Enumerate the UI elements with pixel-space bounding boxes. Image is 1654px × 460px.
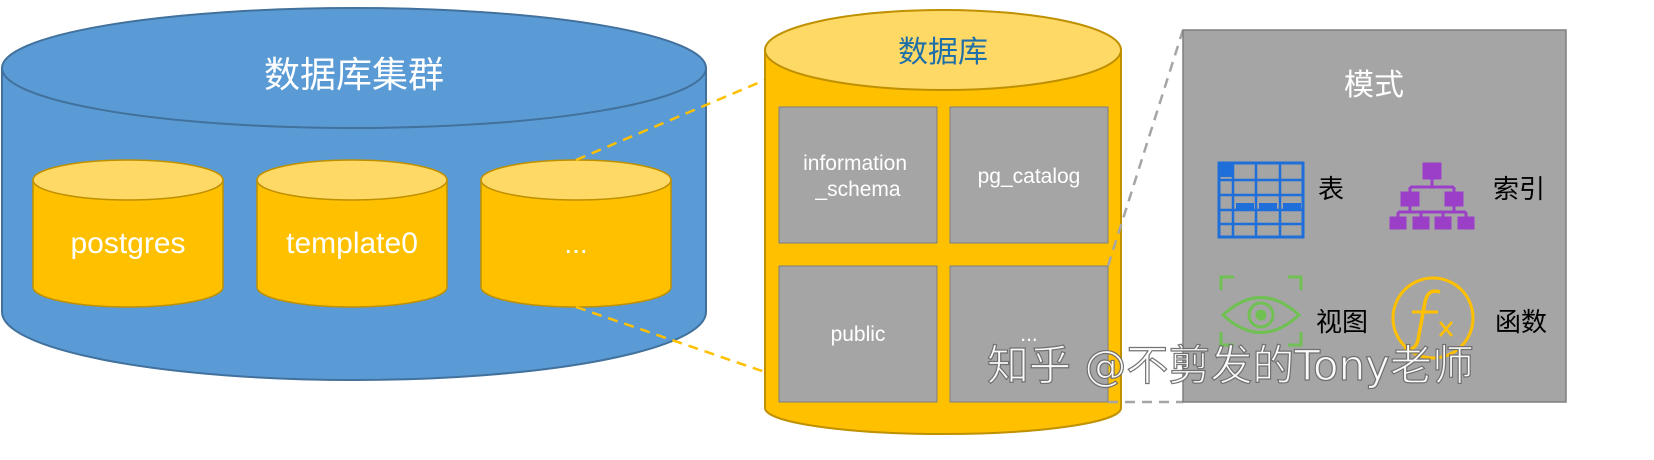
schema-label: ... <box>1020 323 1038 346</box>
schema-box-pg-catalog: pg_catalog <box>949 106 1109 244</box>
hierarchy-icon <box>1389 162 1475 230</box>
db-label: postgres <box>70 227 185 260</box>
schema-item-label: 函数 <box>1495 308 1547 338</box>
schema-label: public <box>831 323 886 346</box>
schema-label-line2: _schema <box>814 178 901 201</box>
schema-item-label: 索引 <box>1493 175 1545 205</box>
schema-box-more: ... <box>949 265 1109 403</box>
db-cylinder-more: ... <box>480 159 672 308</box>
cluster-title: 数据库集群 <box>264 55 444 96</box>
schema-panel: 模式 表 <box>1182 29 1567 403</box>
schema-item-label: 视图 <box>1316 308 1368 338</box>
schema-label: pg_catalog <box>978 165 1081 188</box>
connector-schema-top <box>1106 29 1185 267</box>
schema-box-information-schema: information _schema <box>778 106 938 244</box>
db-cylinder-postgres: postgres <box>32 159 224 308</box>
eye-icon <box>1219 275 1303 347</box>
schema-box-public: public <box>778 265 938 403</box>
connector-top <box>575 78 766 162</box>
db-label: ... <box>564 228 587 259</box>
function-icon <box>1391 276 1475 360</box>
schema-title: 模式 <box>1344 68 1404 103</box>
schema-item-label: 表 <box>1318 175 1344 205</box>
table-icon <box>1217 161 1305 239</box>
db-cylinder-template0: template0 <box>256 159 448 308</box>
db-label: template0 <box>286 227 418 260</box>
svg-text:information _schema: information _schema <box>803 152 913 201</box>
schema-label-line1: information <box>803 152 907 175</box>
watermark: 知乎 @不剪发的Tony老师 <box>987 341 1474 390</box>
database-title: 数据库 <box>898 35 988 70</box>
